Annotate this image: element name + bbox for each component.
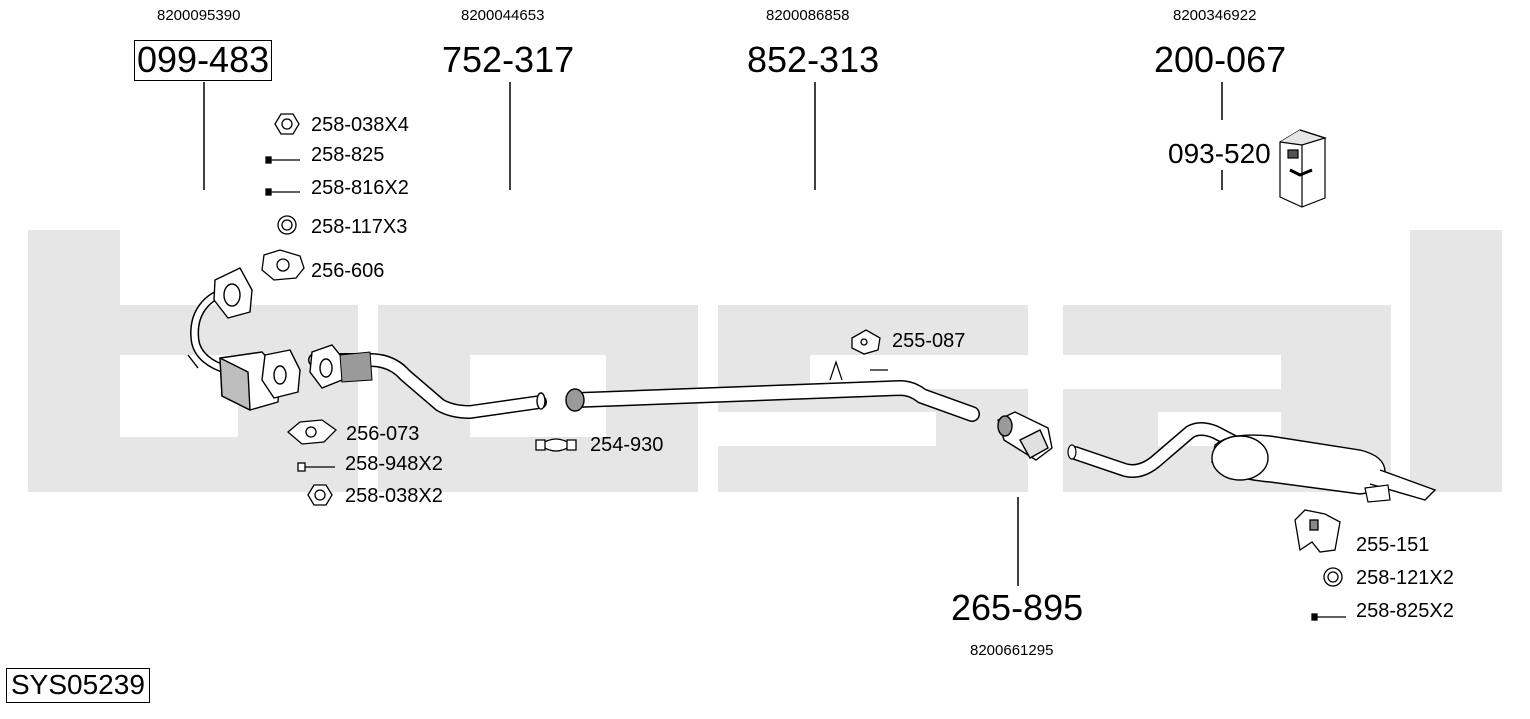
- nut-icon: [307, 484, 333, 506]
- accessory-label[interactable]: 258-816X2: [311, 177, 409, 199]
- ring-icon: [277, 215, 297, 235]
- rear-muffler-part: [1067, 422, 1437, 503]
- leader-lines: [203, 82, 1223, 586]
- bolt-icon: [1311, 613, 1346, 621]
- accessory-label[interactable]: 258-948X2: [345, 453, 443, 475]
- oem-number: 8200661295: [970, 642, 1054, 659]
- rubber-mount-icon: [851, 329, 881, 355]
- gasket-icon: [286, 419, 338, 445]
- oem-number: 8200346922: [1173, 7, 1257, 24]
- ring-icon: [1323, 567, 1343, 587]
- nut-icon: [274, 113, 300, 135]
- accessory-label[interactable]: 256-073: [346, 423, 420, 445]
- gasket-icon: [261, 249, 305, 281]
- accessory-label[interactable]: 258-117X3: [311, 216, 408, 238]
- part-number-752-317[interactable]: 752-317: [442, 39, 575, 80]
- part-number-099-483[interactable]: 099-483: [134, 40, 273, 81]
- accessory-label[interactable]: 258-121X2: [1356, 567, 1454, 589]
- accessory-label[interactable]: 258-825: [311, 144, 385, 166]
- bolt-icon: [265, 156, 300, 164]
- oem-number: 8200044653: [461, 7, 545, 24]
- clamp-icon: [535, 438, 577, 452]
- accessory-label[interactable]: 255-151: [1356, 534, 1430, 556]
- system-code-label: SYS05239: [6, 668, 150, 703]
- bolt-icon: [297, 462, 335, 472]
- catalytic-converter-part: [187, 267, 301, 411]
- kit-number[interactable]: 093-520: [1168, 138, 1271, 169]
- accessory-label[interactable]: 258-825X2: [1356, 600, 1454, 622]
- center-pipe-part: [565, 360, 980, 422]
- accessory-label[interactable]: 256-606: [311, 260, 385, 282]
- accessory-label[interactable]: 255-087: [892, 330, 966, 352]
- accessory-label[interactable]: 258-038X4: [311, 114, 409, 136]
- part-number-852-313[interactable]: 852-313: [747, 39, 880, 80]
- bolt-icon: [265, 188, 300, 196]
- oem-number: 8200086858: [766, 7, 850, 24]
- accessory-label[interactable]: 254-930: [590, 434, 664, 456]
- part-number-200-067[interactable]: 200-067: [1154, 39, 1287, 80]
- bracket-icon: [1294, 509, 1341, 553]
- oem-number: 8200095390: [157, 7, 241, 24]
- front-pipe-part: [308, 344, 547, 420]
- connector-sleeve-part: [997, 411, 1053, 461]
- mounting-kit-box-icon: [1279, 129, 1328, 208]
- accessory-label[interactable]: 258-038X2: [345, 485, 443, 507]
- part-number-265-895[interactable]: 265-895: [951, 587, 1084, 628]
